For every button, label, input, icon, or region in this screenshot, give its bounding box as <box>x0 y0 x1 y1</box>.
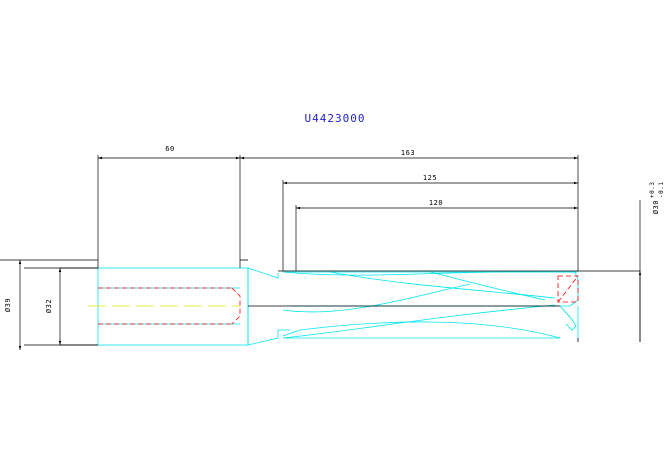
dim-drill-tolerance-lower: -0.1 <box>658 182 665 198</box>
dim-drilling-depth-label: 120 <box>429 199 443 207</box>
flute-line-b <box>282 329 301 337</box>
hidden-insert-pocket <box>557 275 579 303</box>
dim-flute-length-label: 125 <box>423 174 437 182</box>
dim-drill-tolerance-upper: +0.3 <box>649 182 656 198</box>
flute-curve-6 <box>282 283 471 313</box>
tip-chip-curve <box>559 305 577 331</box>
structure-lines <box>0 259 640 346</box>
dim-drill-diameter-group: Ø30 +0.3 -0.1 <box>649 182 665 215</box>
dim-shank-length-label: 60 <box>165 145 174 153</box>
tool-outline <box>97 267 579 346</box>
hidden-bore-end <box>231 287 241 325</box>
flute-curve-2 <box>329 271 556 299</box>
flute-curve-1 <box>282 271 561 276</box>
tip-outline <box>560 271 579 307</box>
hidden-lines <box>98 275 579 325</box>
hidden-insert-diag <box>557 275 579 303</box>
dimension-lines <box>18 155 642 350</box>
flute-curve-3 <box>429 271 546 301</box>
drawing-title: U4423000 <box>305 112 366 125</box>
dim-bore-diameter-label: Ø32 <box>45 299 53 313</box>
flute-curve-4 <box>282 304 556 339</box>
flute-curve-5 <box>299 321 561 339</box>
shank-body <box>97 267 249 346</box>
dim-shank-diameter-label: Ø39 <box>4 298 12 312</box>
dim-drill-diameter-label: Ø30 <box>652 200 660 214</box>
collar-taper-bottom <box>247 330 279 346</box>
dim-overall-length-label: 163 <box>401 149 415 157</box>
collar-taper-top <box>247 267 279 279</box>
